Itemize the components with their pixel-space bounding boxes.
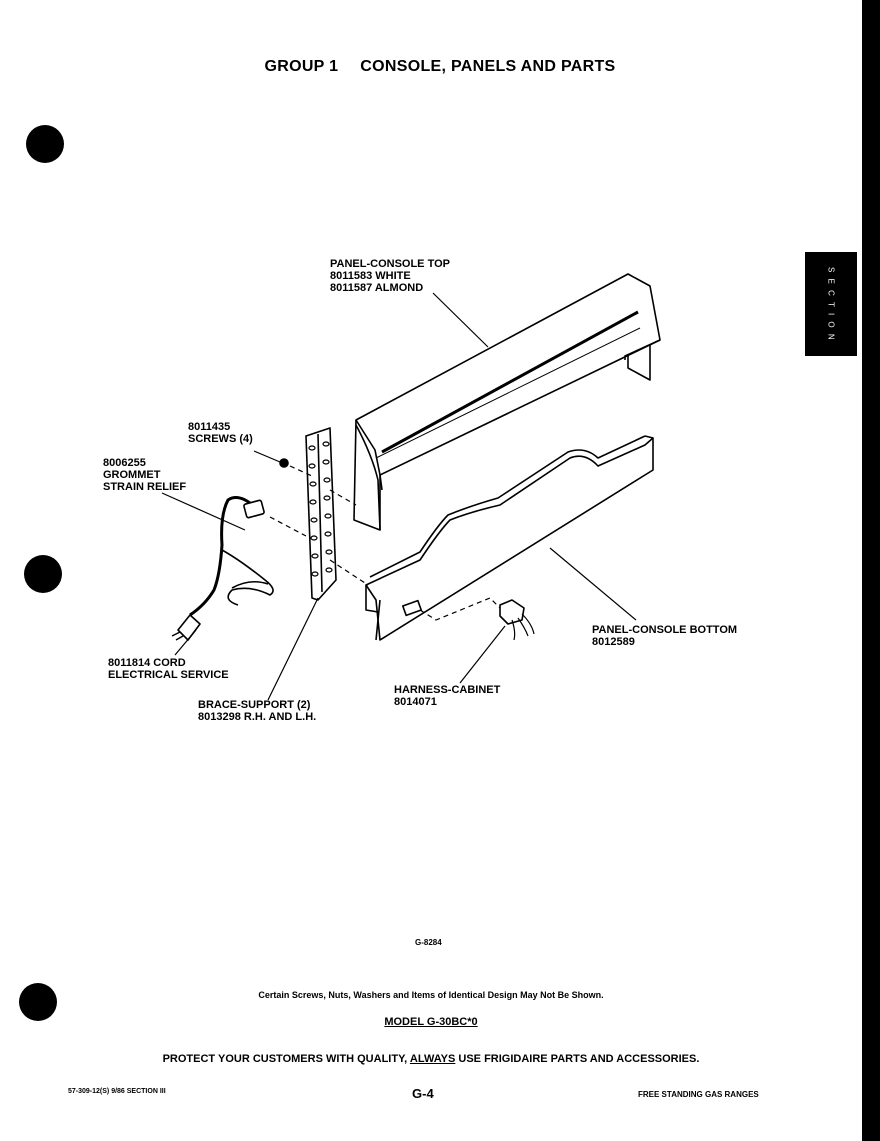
label-line: 8013298 R.H. AND L.H. [198,711,317,723]
quality-text-end: USE FRIGIDAIRE PARTS AND ACCESSORIES. [455,1053,700,1065]
label-panel-console-bottom: PANEL-CONSOLE BOTTOM 8012589 [592,624,737,648]
group-name: CONSOLE, PANELS AND PARTS [360,58,616,75]
footer-left: 57-309-12(S) 9/86 SECTION III [68,1088,166,1095]
screw-drawing [279,458,289,468]
assembly-lines [269,465,501,621]
label-line: 8006255 [103,457,146,469]
label-cord: 8011814 CORD ELECTRICAL SERVICE [108,657,229,681]
label-line: SCREWS (4) [188,433,253,445]
section-tab: S E C T I O N [805,252,857,356]
quality-text: PROTECT YOUR CUSTOMERS WITH QUALITY, [162,1053,410,1065]
quality-banner: PROTECT YOUR CUSTOMERS WITH QUALITY, ALW… [0,1053,862,1065]
label-line: 8011587 ALMOND [330,282,424,294]
brace-support-drawing [305,427,337,601]
disclaimer-note: Certain Screws, Nuts, Washers and Items … [258,990,604,1000]
scan-edge [862,0,880,1141]
electrical-cord-drawing [171,496,274,641]
label-line: BRACE-SUPPORT (2) [198,699,311,711]
leader-lines [161,292,637,701]
page-title: GROUP 1 CONSOLE, PANELS AND PARTS [0,58,880,76]
label-line: PANEL-CONSOLE BOTTOM [592,624,738,636]
figure-code: G-8284 [415,938,442,947]
quality-always: ALWAYS [409,1053,456,1065]
label-harness-cabinet: HARNESS-CABINET 8014071 [394,684,500,708]
harness-cabinet-drawing [499,599,535,641]
label-line: GROMMET [103,469,161,481]
punch-hole-bottom [19,983,57,1021]
label-line: STRAIN RELIEF [103,481,187,493]
footer-right: FREE STANDING GAS RANGES [638,1090,759,1099]
label-line: PANEL-CONSOLE TOP [330,258,450,270]
punch-hole-middle [24,555,62,593]
label-line: 8011814 CORD [108,657,186,669]
model-number: MODEL G-30BC*0 [384,1016,478,1028]
label-panel-console-top: PANEL-CONSOLE TOP 8011583 WHITE 8011587 … [330,258,450,294]
label-line: ELECTRICAL SERVICE [108,669,229,681]
punch-hole-top [26,125,64,163]
group-number: GROUP 1 [264,58,339,75]
label-line: 8012589 [592,636,635,648]
panel-console-top-drawing [353,273,661,531]
label-screws: 8011435 SCREWS (4) [188,421,253,445]
footer-page-number: G-4 [412,1086,434,1101]
label-line: 8014071 [394,696,437,708]
label-line: 8011583 WHITE [330,270,411,282]
label-brace-support: BRACE-SUPPORT (2) 8013298 R.H. AND L.H. [198,699,316,723]
label-line: 8011435 [188,421,231,433]
panel-console-bottom-drawing [365,435,654,641]
label-grommet: 8006255 GROMMET STRAIN RELIEF [103,457,186,493]
label-line: HARNESS-CABINET [394,684,501,696]
